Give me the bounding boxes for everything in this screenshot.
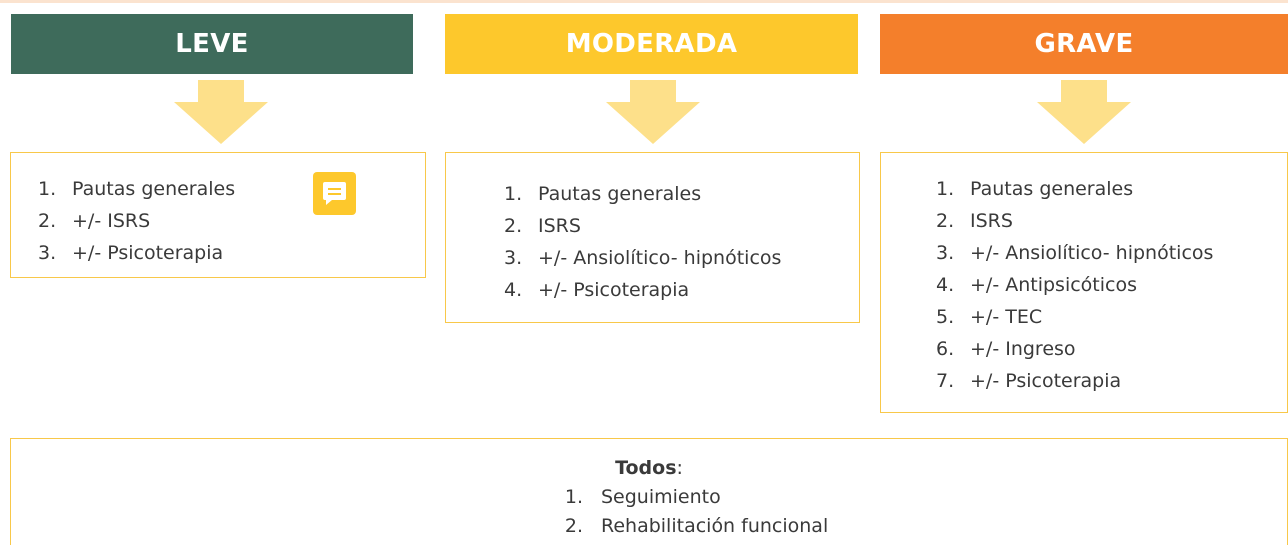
header-leve: LEVE	[11, 14, 413, 74]
list-item: 3.+/- Ansiolítico- hipnóticos	[504, 247, 782, 269]
header-leve-label: LEVE	[175, 29, 249, 59]
arrow-down-icon	[1037, 80, 1131, 144]
list-item: 1.Pautas generales	[38, 178, 236, 200]
list-item: 1.Pautas generales	[504, 183, 702, 205]
list-leve: 1.Pautas generales 2.+/- ISRS 3.+/- Psic…	[38, 173, 235, 269]
box-todos: Todos: 1.Seguimiento 2.Rehabilitación fu…	[10, 438, 1288, 545]
arrow-down-icon	[174, 80, 268, 144]
box-grave: 1.Pautas generales 2.ISRS 3.+/- Ansiolít…	[880, 152, 1288, 413]
list-item: 2.ISRS	[936, 210, 1013, 232]
list-grave: 1.Pautas generales 2.ISRS 3.+/- Ansiolít…	[936, 173, 1213, 397]
list-item: 2.ISRS	[504, 215, 581, 237]
box-moderada: 1.Pautas generales 2.ISRS 3.+/- Ansiolít…	[445, 152, 860, 323]
header-moderada: MODERADA	[445, 14, 858, 74]
list-item: 7.+/- Psicoterapia	[936, 370, 1122, 392]
list-item: 1.Pautas generales	[936, 178, 1134, 200]
list-item: 2.Rehabilitación funcional	[564, 515, 829, 537]
list-item: 4.+/- Antipsicóticos	[936, 274, 1137, 296]
top-divider	[0, 0, 1288, 3]
list-item: 6.+/- Ingreso	[936, 338, 1076, 360]
list-item: 3.+/- Ansiolítico- hipnóticos	[936, 242, 1214, 264]
header-grave: GRAVE	[880, 14, 1288, 74]
header-moderada-label: MODERADA	[565, 29, 738, 59]
list-item: 2.+/- ISRS	[38, 210, 151, 232]
list-item: 1.Seguimiento	[564, 486, 721, 508]
header-grave-label: GRAVE	[1034, 29, 1134, 59]
box-leve: 1.Pautas generales 2.+/- ISRS 3.+/- Psic…	[10, 152, 426, 278]
list-item: 3.+/- Psicoterapia	[38, 242, 224, 264]
list-moderada: 1.Pautas generales 2.ISRS 3.+/- Ansiolít…	[504, 178, 781, 306]
list-todos: 1.Seguimiento 2.Rehabilitación funcional	[521, 483, 828, 541]
list-item: 4.+/- Psicoterapia	[504, 279, 690, 301]
list-item: 5.+/- TEC	[936, 306, 1043, 328]
arrow-down-icon	[606, 80, 700, 144]
todos-title: Todos:	[615, 457, 683, 479]
comment-icon[interactable]	[313, 172, 356, 215]
